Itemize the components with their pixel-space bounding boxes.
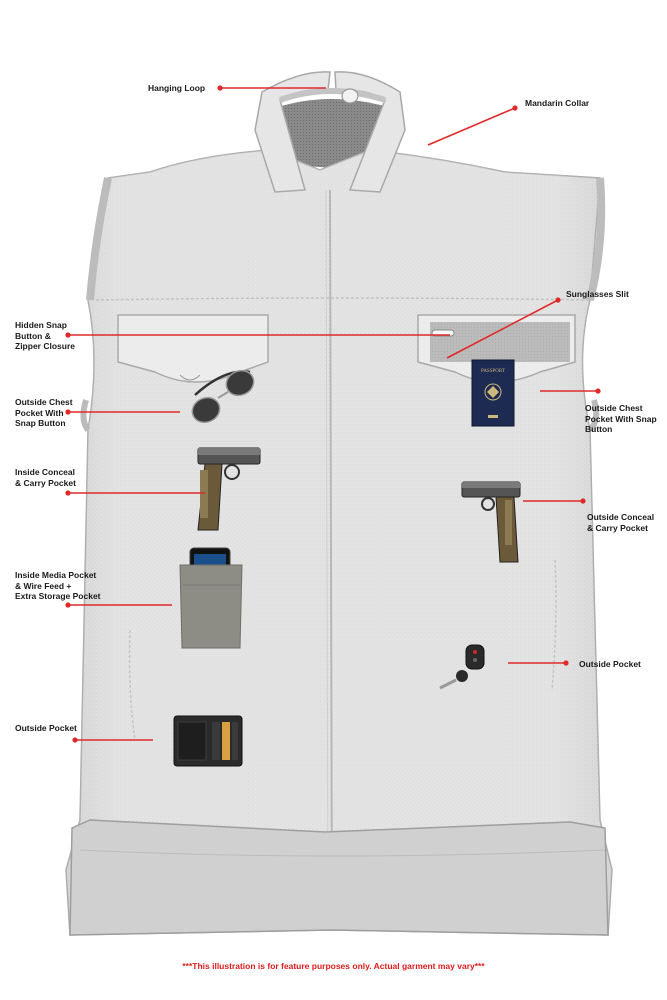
label-outside-conceal: Outside Conceal & Carry Pocket	[587, 512, 655, 533]
label-hanging-loop: Hanging Loop	[148, 83, 206, 93]
label-outside-pocket-right: Outside Pocket	[579, 659, 641, 669]
passport-icon: PASSPORT	[471, 359, 515, 427]
pistol-left-icon	[197, 447, 261, 531]
label-outside-chest-left: Outside Chest Pocket With Snap Button	[15, 397, 73, 428]
collar-inner-mesh	[275, 99, 392, 168]
callout-lines	[65, 85, 601, 743]
label-inside-conceal: Inside Conceal & Carry Pocket	[15, 467, 76, 488]
disclaimer-footer: ***This illustration is for feature purp…	[182, 961, 485, 971]
zipper-seam	[329, 189, 333, 926]
waist-band	[69, 819, 609, 936]
hanging-loop	[341, 88, 359, 104]
car-keys-icon	[439, 644, 485, 690]
label-mandarin-collar: Mandarin Collar	[525, 98, 590, 108]
label-outside-pocket-left: Outside Pocket	[15, 723, 77, 733]
label-inside-media: Inside Media Pocket & Wire Feed + Extra …	[15, 570, 101, 601]
label-sunglasses-slit: Sunglasses Slit	[566, 289, 629, 299]
media-pocket-icon	[179, 547, 243, 649]
label-outside-chest-right: Outside Chest Pocket With Snap Button	[585, 403, 657, 434]
sunglasses-icon	[191, 369, 255, 424]
label-hidden-snap: Hidden Snap Button & Zipper Closure	[15, 320, 75, 351]
svg-text:PASSPORT: PASSPORT	[481, 369, 505, 374]
wallet-icon	[173, 715, 243, 767]
pistol-right-icon	[461, 481, 521, 563]
